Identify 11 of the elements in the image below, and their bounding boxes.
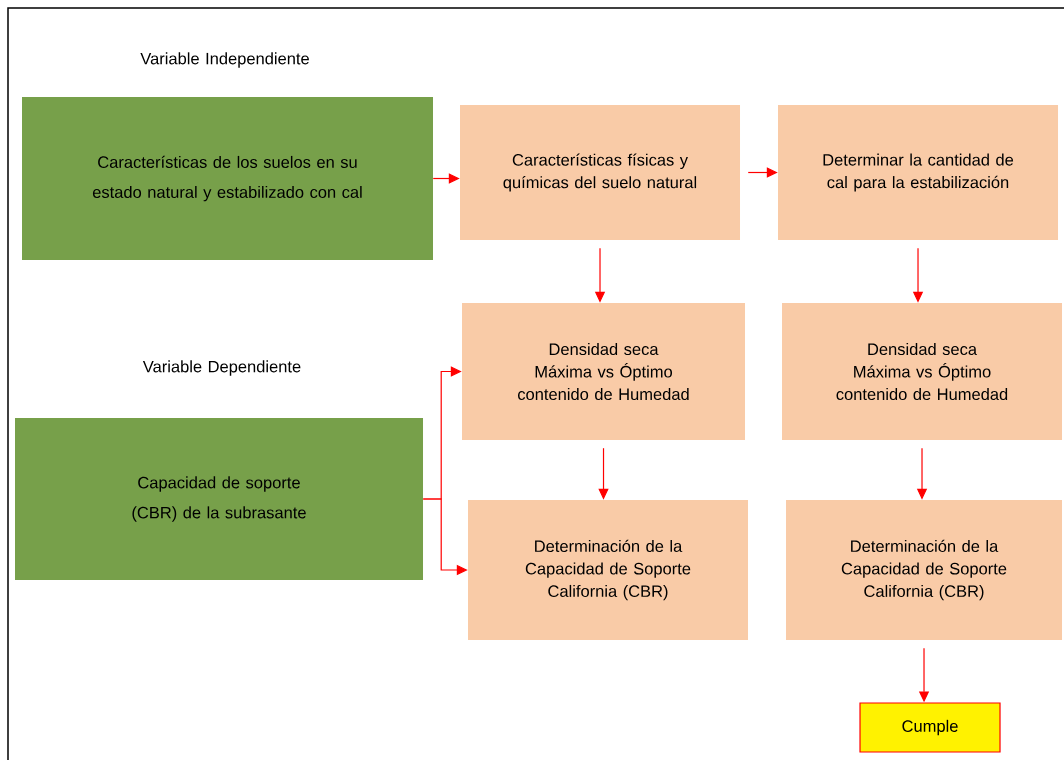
result-box: Cumple	[859, 702, 1001, 753]
process-box: Densidad seca Máxima vs Óptimo contenido de Humedad	[782, 303, 1062, 440]
process-box: Densidad seca Máxima vs Óptimo contenido de Humedad	[462, 303, 745, 440]
process-box: Determinación de la Capacidad de Soporte California (CBR)	[468, 500, 748, 640]
variable-box: Capacidad de soporte (CBR) de la subrasante	[15, 418, 423, 580]
process-box: Determinar la cantidad de cal para la estabilización	[778, 105, 1058, 240]
process-box: Determinación de la Capacidad de Soporte California (CBR)	[786, 500, 1062, 640]
heading: Variable Dependiente	[142, 360, 301, 376]
process-box: Características físicas y químicas del suelo natural	[460, 105, 740, 240]
variable-box: Características de los suelos en su estado natural y estabilizado con cal	[22, 97, 433, 260]
heading: Variable Independiente	[140, 52, 309, 68]
